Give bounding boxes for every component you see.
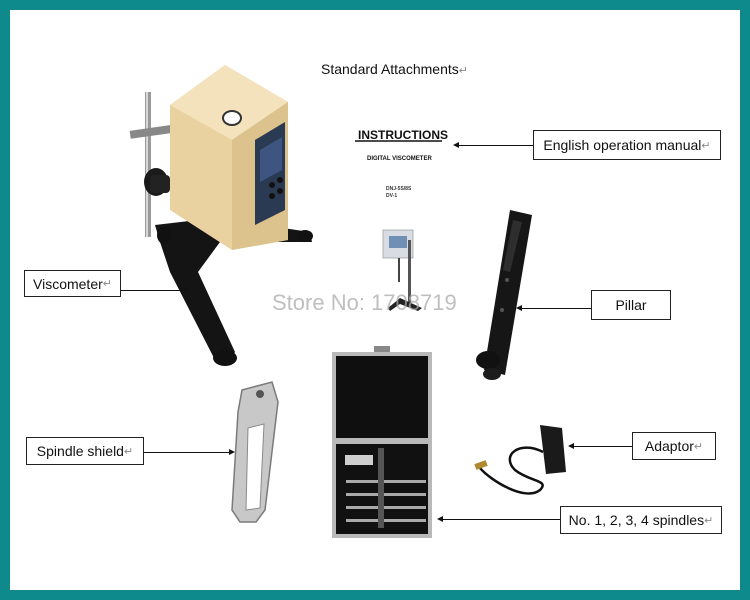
paragraph-mark: ↵ [704, 514, 714, 527]
attachments-illustration [129, 65, 566, 538]
paragraph-mark: ↵ [701, 139, 711, 152]
manual-model-line-1: DNJ-5S/8S [386, 186, 412, 192]
operation-manual-image [355, 140, 442, 311]
page-title-text: Standard Attachments [321, 61, 459, 77]
spindle-case-image [332, 346, 432, 538]
label-adaptor: Adaptor↵ [632, 432, 716, 460]
label-viscometer: Viscometer↵ [24, 270, 121, 297]
manual-cover-model: DNJ-5S/8S DV-1 [386, 186, 411, 200]
paragraph-mark: ↵ [102, 278, 112, 290]
paragraph-mark: ↵ [123, 445, 134, 458]
label-spindles-text: No. 1, 2, 3, 4 spindles [568, 512, 705, 528]
product-image-canvas: INSTRUCTIONS DIGITAL VISCOMETER DNJ-5S/8… [10, 10, 740, 590]
manual-cover-subtitle: DIGITAL VISCOMETER [367, 156, 432, 162]
label-adaptor-text: Adaptor [644, 438, 694, 454]
label-english-operation-manual: English operation manual↵ [533, 130, 721, 160]
label-english-operation-manual-text: English operation manual [543, 137, 702, 153]
label-pillar-text: Pillar [615, 297, 647, 313]
paragraph-mark: ↵ [693, 440, 704, 453]
viscometer-image [129, 65, 313, 366]
pillar-image [476, 210, 532, 380]
manual-cover-heading: INSTRUCTIONS [358, 128, 448, 142]
paragraph-mark: ↵ [458, 65, 468, 77]
manual-model-line-2: DV-1 [386, 193, 398, 199]
label-spindles: No. 1, 2, 3, 4 spindles↵ [560, 506, 722, 534]
label-pillar: Pillar [591, 290, 671, 320]
store-watermark: Store No: 1708719 [272, 290, 457, 315]
arrow-to-adaptor [568, 443, 632, 449]
label-spindle-shield-text: Spindle shield [36, 443, 124, 459]
label-viscometer-text: Viscometer [33, 275, 103, 292]
arrow-to-viscometer [121, 287, 190, 293]
arrow-to-manual [453, 142, 533, 148]
arrow-to-pillar [516, 305, 591, 311]
page-title: Standard Attachments↵ [321, 61, 468, 77]
spindle-shield-image [231, 381, 279, 523]
label-spindle-shield: Spindle shield↵ [26, 437, 144, 465]
arrow-to-spindle-shield [144, 449, 235, 455]
arrow-to-spindles [437, 516, 560, 522]
adaptor-image [474, 425, 566, 495]
